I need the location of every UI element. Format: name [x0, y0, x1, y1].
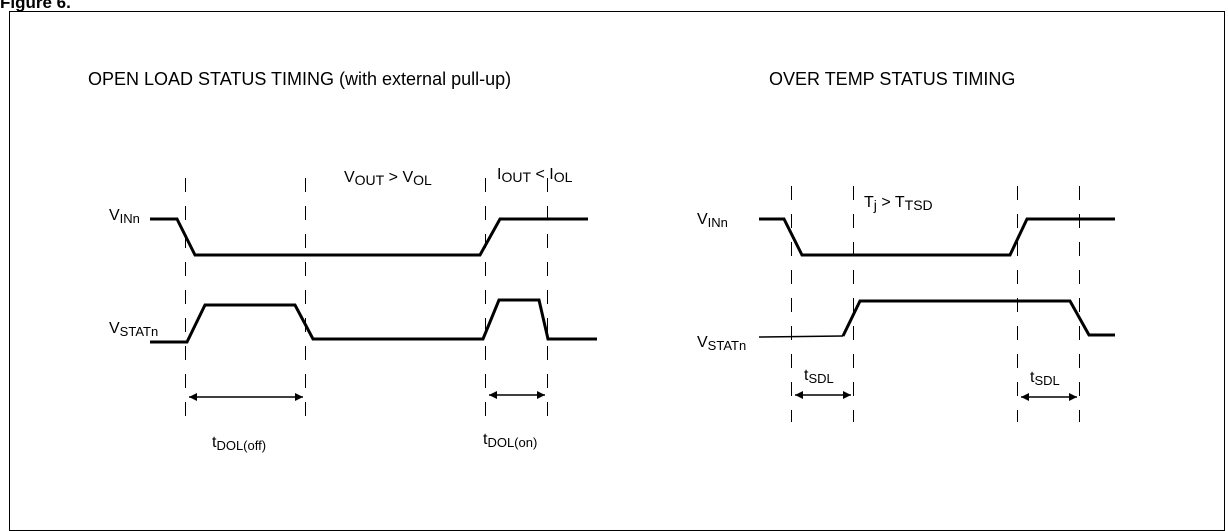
vstat-label-left: VSTATn — [109, 320, 158, 339]
vstat-low-thin-right — [758, 335, 844, 338]
vstat-waveform-left — [150, 298, 597, 344]
open-load-title: OPEN LOAD STATUS TIMING (with external p… — [88, 69, 511, 89]
figure-caption: Figure 6. — [0, 0, 71, 12]
tsdl-label-2: tSDL — [1030, 369, 1060, 388]
vin-waveform-right — [759, 217, 1115, 257]
over-temp-title: OVER TEMP STATUS TIMING — [769, 69, 1015, 89]
dashed-markers-right — [791, 186, 1080, 422]
open-load-panel: OPEN LOAD STATUS TIMING (with external p… — [88, 69, 597, 453]
dashed-markers-left — [185, 178, 548, 420]
vstat-label-right: VSTATn — [697, 334, 746, 353]
vin-waveform-left — [150, 217, 588, 257]
iout-condition: IOUT < IOL — [497, 166, 573, 185]
vin-label-right: VINn — [697, 211, 728, 230]
vin-label-left: VINn — [109, 207, 140, 226]
tsdl-label-1: tSDL — [804, 367, 834, 386]
vstat-waveform-right — [841, 299, 1115, 337]
vout-condition: VOUT > VOL — [344, 169, 432, 188]
tdol-on-label: tDOL(on) — [483, 431, 537, 450]
tdol-off-label: tDOL(off) — [212, 434, 266, 453]
over-temp-panel: OVER TEMP STATUS TIMING Tj > TTSD VINn V… — [697, 69, 1115, 422]
tj-condition: Tj > TTSD — [864, 194, 933, 213]
